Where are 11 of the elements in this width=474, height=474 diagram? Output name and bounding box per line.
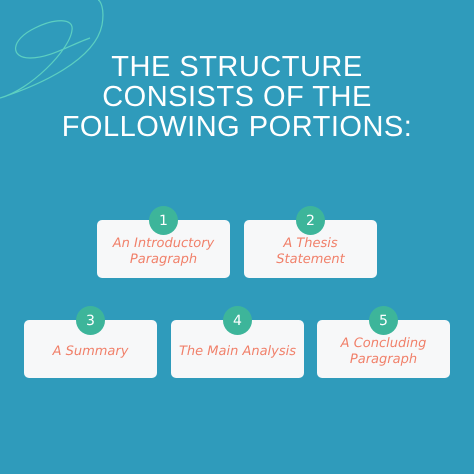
step-number-badge: 4 bbox=[223, 306, 252, 335]
step-label: A Thesis Statement bbox=[275, 236, 346, 268]
step-label: A Summary bbox=[52, 344, 128, 360]
title: THE STRUCTURE CONSISTS OF THE FOLLOWING PORTIONS: bbox=[60, 52, 414, 142]
step-number-badge: 5 bbox=[369, 306, 398, 335]
step-number-badge: 1 bbox=[149, 206, 178, 235]
step-label: The Main Analysis bbox=[178, 344, 296, 360]
step-label: An Introductory Paragraph bbox=[111, 236, 216, 268]
step-number-badge: 3 bbox=[76, 306, 105, 335]
step-number-badge: 2 bbox=[296, 206, 325, 235]
step-label: A Concluding Paragraph bbox=[339, 336, 428, 368]
